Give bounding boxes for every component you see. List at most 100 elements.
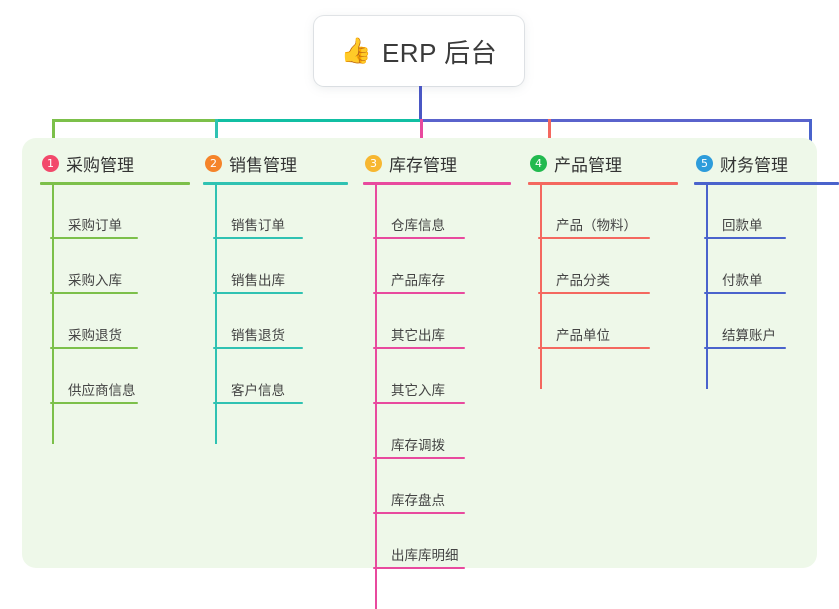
leaf-underline (373, 292, 465, 294)
branch-title-4: 产品管理 (554, 155, 622, 175)
root-node-card[interactable]: 👍 ERP 后台 (314, 16, 524, 86)
leaf-underline (373, 402, 465, 404)
leaf-underline (373, 567, 465, 569)
branch-title-3: 库存管理 (389, 155, 457, 175)
leaf-label: 产品单位 (556, 328, 610, 343)
leaf-label: 销售退货 (231, 328, 285, 343)
leaf-underline (50, 402, 138, 404)
leaf-node[interactable]: 产品库存 (373, 269, 465, 294)
leaf-node[interactable]: 销售订单 (213, 214, 303, 239)
leaf-node[interactable]: 其它出库 (373, 324, 465, 349)
leaf-node[interactable]: 销售出库 (213, 269, 303, 294)
leaf-underline (373, 457, 465, 459)
leaf-label: 其它出库 (391, 328, 445, 343)
leaf-node[interactable]: 产品单位 (538, 324, 650, 349)
leaf-label: 销售订单 (231, 218, 285, 233)
leaf-node[interactable]: 采购入库 (50, 269, 138, 294)
leaf-node[interactable]: 供应商信息 (50, 379, 138, 404)
leaf-node[interactable]: 客户信息 (213, 379, 303, 404)
leaf-node[interactable]: 采购订单 (50, 214, 138, 239)
leaf-underline (538, 237, 650, 239)
leaf-label: 回款单 (722, 218, 763, 233)
drop-line-4 (548, 119, 551, 142)
leaf-label: 出库库明细 (391, 548, 459, 563)
branch-badge-3: 3 (365, 154, 382, 172)
bus-segment-mid (215, 119, 423, 122)
branch-badge-2: 2 (205, 154, 222, 172)
leaf-label: 产品（物料） (556, 218, 637, 233)
leaf-underline (704, 347, 786, 349)
leaf-label: 库存盘点 (391, 493, 445, 508)
leaf-label: 客户信息 (231, 383, 285, 398)
leaf-node[interactable]: 销售退货 (213, 324, 303, 349)
leaf-underline (373, 512, 465, 514)
branch-underline-1 (40, 182, 190, 185)
leaf-node[interactable]: 库存盘点 (373, 489, 465, 514)
branch-header-3[interactable]: 3 库存管理 (363, 146, 511, 180)
branch-underline-3 (363, 182, 511, 185)
leaf-label: 销售出库 (231, 273, 285, 288)
branch-underline-5 (694, 182, 839, 185)
bus-segment-right (420, 119, 812, 122)
thumbs-up-icon: 👍 (340, 36, 372, 65)
branch-spine-5 (706, 185, 708, 389)
leaf-underline (373, 237, 465, 239)
root-node-content: 👍 ERP 后台 (341, 33, 497, 70)
branch-header-2[interactable]: 2 销售管理 (203, 146, 348, 180)
leaf-underline (213, 292, 303, 294)
leaf-underline (704, 292, 786, 294)
leaf-node[interactable]: 其它入库 (373, 379, 465, 404)
leaf-label: 产品分类 (556, 273, 610, 288)
leaf-label: 其它入库 (391, 383, 445, 398)
branch-spine-4 (540, 185, 542, 389)
leaf-underline (538, 347, 650, 349)
leaf-label: 付款单 (722, 273, 763, 288)
leaf-underline (704, 237, 786, 239)
branch-spine-1 (52, 185, 54, 444)
branch-spine-3 (375, 185, 377, 609)
leaf-node[interactable]: 付款单 (704, 269, 786, 294)
leaf-node[interactable]: 产品（物料） (538, 214, 650, 239)
branch-underline-4 (528, 182, 678, 185)
branch-title-2: 销售管理 (229, 155, 297, 175)
leaf-label: 采购订单 (68, 218, 122, 233)
leaf-node[interactable]: 结算账户 (704, 324, 786, 349)
leaf-label: 库存调拨 (391, 438, 445, 453)
branch-badge-1: 1 (42, 154, 59, 172)
leaf-node[interactable]: 库存调拨 (373, 434, 465, 459)
leaf-label: 供应商信息 (68, 383, 136, 398)
leaf-node[interactable]: 产品分类 (538, 269, 650, 294)
drop-line-1 (52, 119, 55, 142)
branch-badge-5: 5 (696, 154, 713, 172)
branch-column-2: 2 销售管理销售订单销售出库销售退货客户信息 (203, 146, 348, 444)
leaf-underline (538, 292, 650, 294)
leaf-label: 采购入库 (68, 273, 122, 288)
leaf-underline (50, 237, 138, 239)
drop-line-5 (809, 119, 812, 142)
leaf-node[interactable]: 出库库明细 (373, 544, 465, 569)
leaf-node[interactable]: 回款单 (704, 214, 786, 239)
leaf-label: 产品库存 (391, 273, 445, 288)
leaf-label: 结算账户 (722, 328, 776, 343)
branches-panel (22, 138, 817, 568)
leaf-node[interactable]: 仓库信息 (373, 214, 465, 239)
branch-column-3: 3 库存管理仓库信息产品库存其它出库其它入库库存调拨库存盘点出库库明细 (363, 146, 511, 609)
leaf-label: 仓库信息 (391, 218, 445, 233)
leaf-underline (213, 402, 303, 404)
leaf-underline (50, 347, 138, 349)
leaf-underline (373, 347, 465, 349)
leaf-underline (213, 347, 303, 349)
leaf-label: 采购退货 (68, 328, 122, 343)
branch-spine-2 (215, 185, 217, 444)
leaf-node[interactable]: 采购退货 (50, 324, 138, 349)
leaf-underline (213, 237, 303, 239)
drop-line-2 (215, 119, 218, 142)
leaf-underline (50, 292, 138, 294)
